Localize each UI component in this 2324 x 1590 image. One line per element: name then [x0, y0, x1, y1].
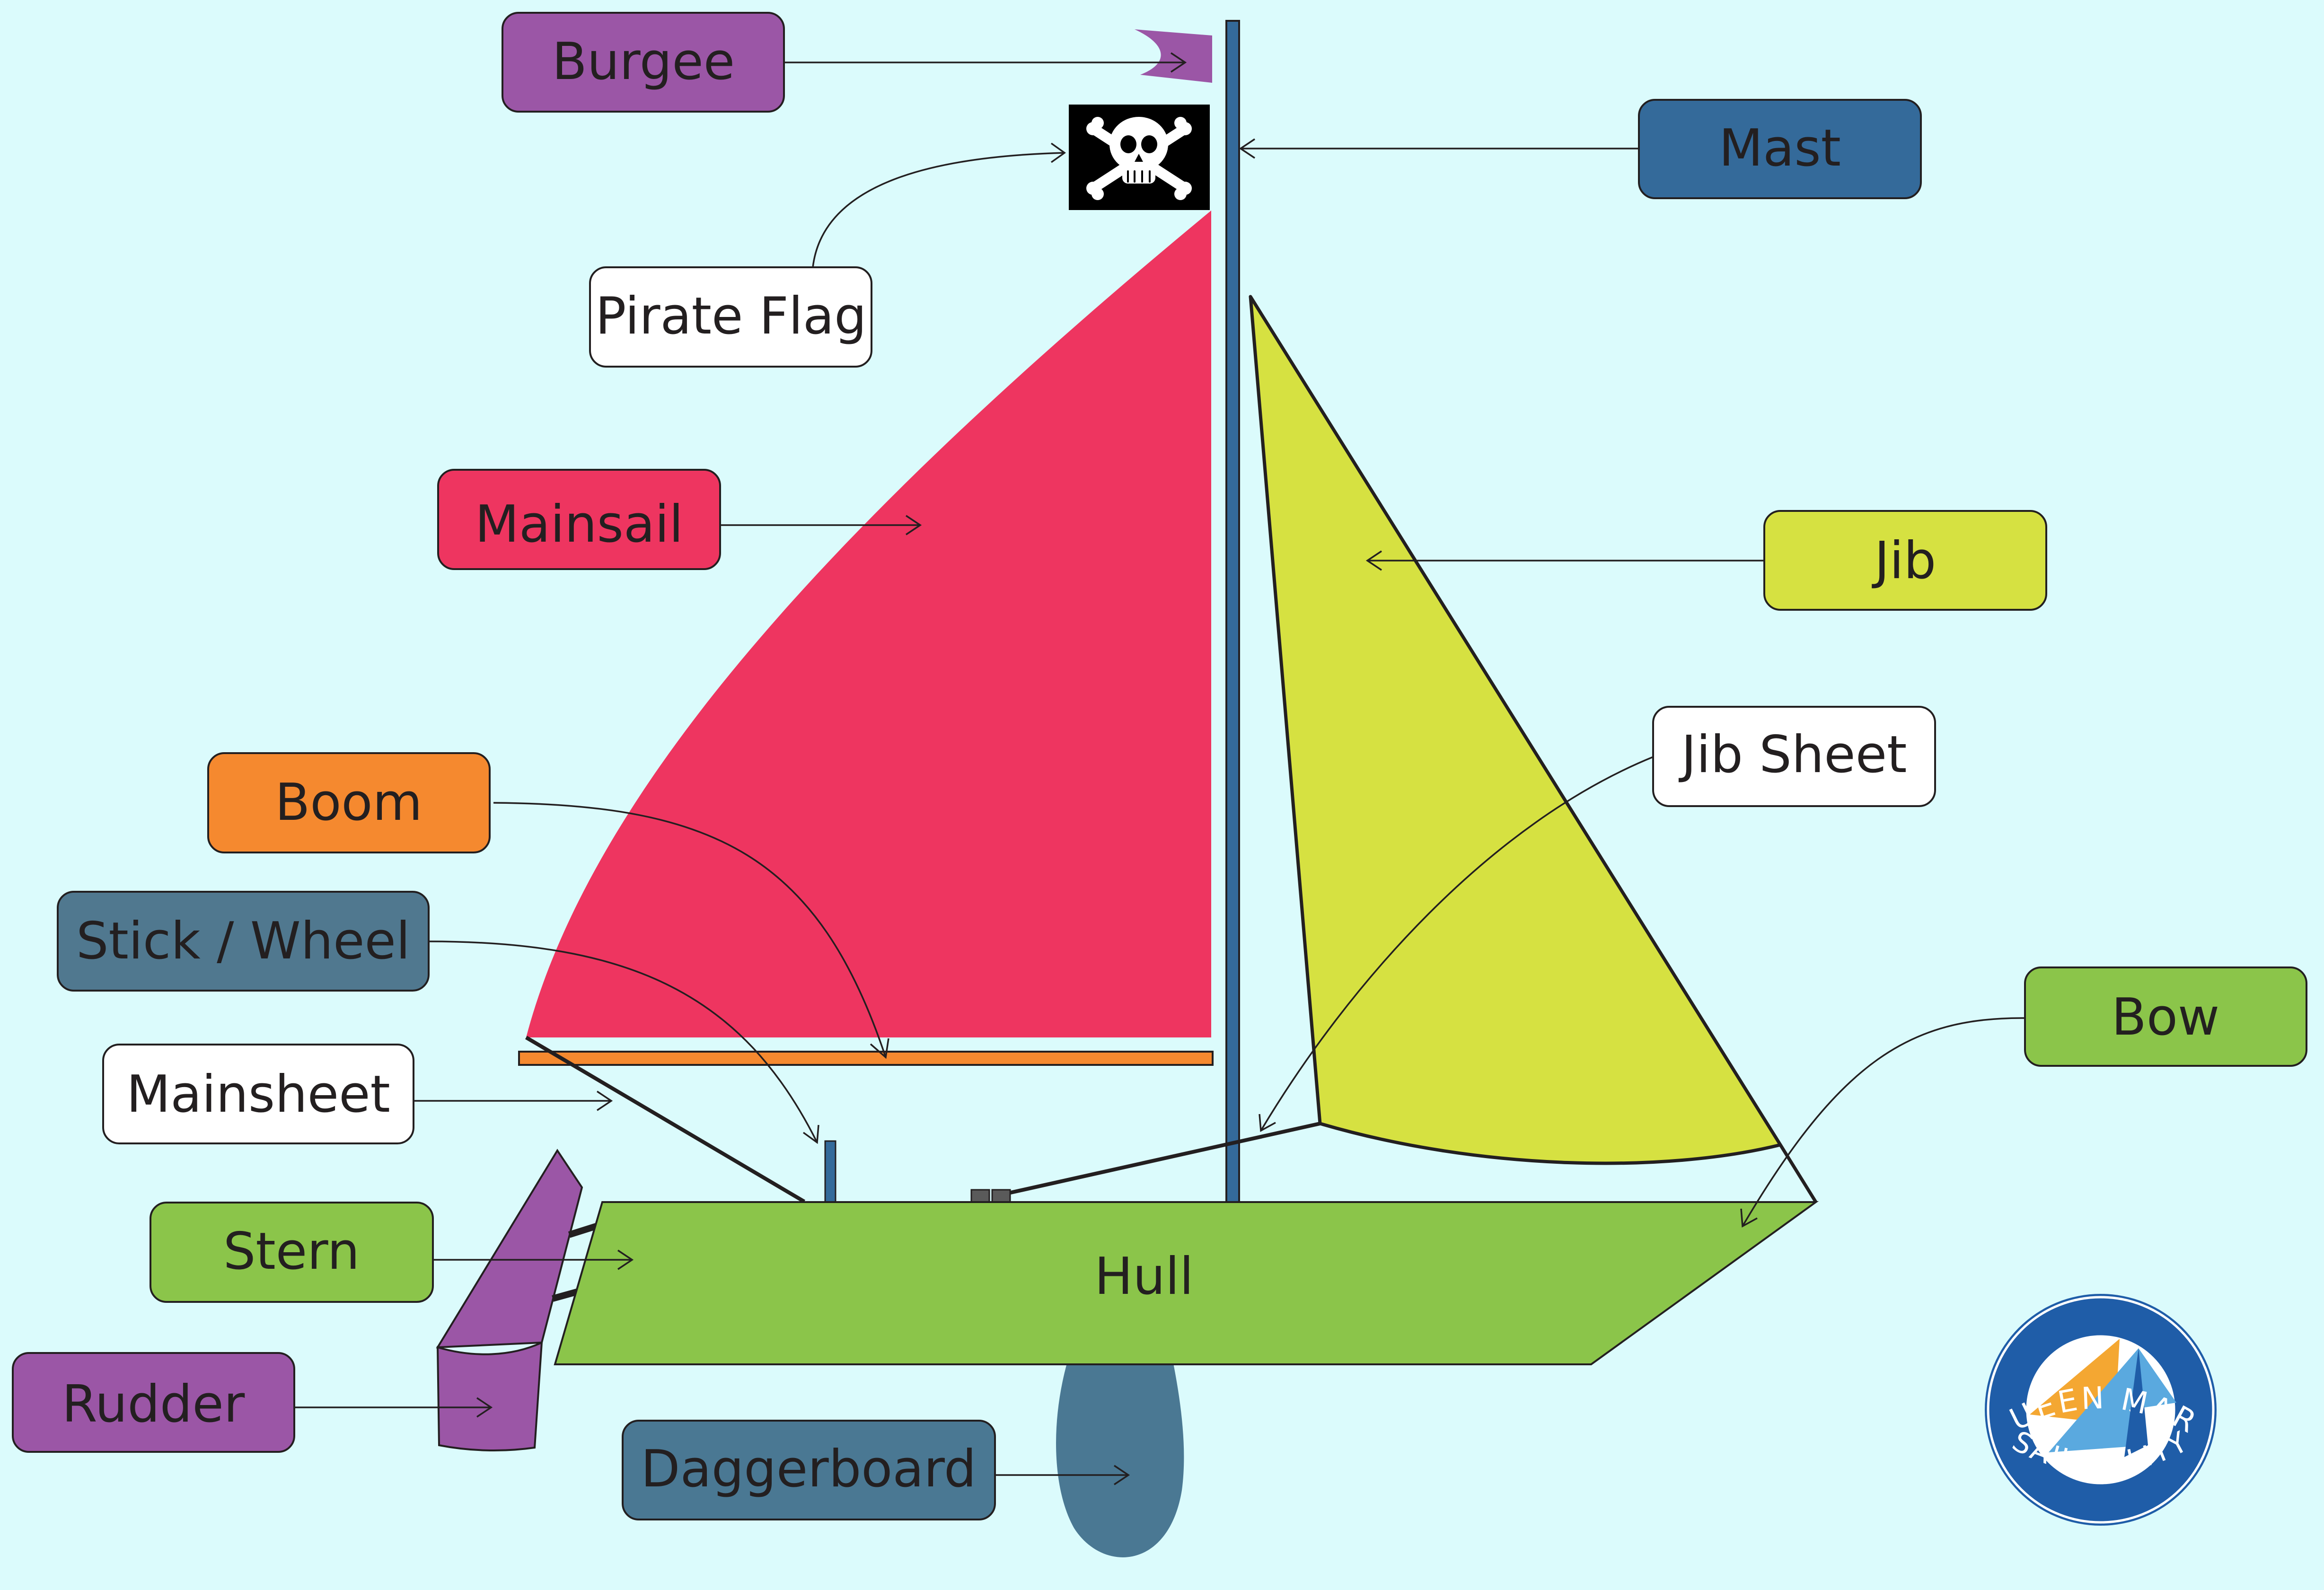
sailboat-logo-icon: [2030, 1339, 2176, 1457]
tiller-stick: [824, 1140, 836, 1203]
mast-leader: [1239, 138, 1639, 159]
label-mainsail-text: Mainsail: [475, 495, 683, 554]
mainsheet-leader: [414, 1090, 613, 1111]
label-burgee-text: Burgee: [552, 32, 735, 91]
daggerboard: [1056, 1363, 1184, 1557]
label-daggerboard-text: Daggerboard: [641, 1440, 976, 1499]
label-jib-sheet-text: Jib Sheet: [1679, 725, 1907, 784]
label-rudder: Rudder: [12, 1352, 295, 1453]
label-bow: Bow: [2024, 966, 2307, 1067]
label-boom-text: Boom: [275, 773, 422, 832]
label-bow-text: Bow: [2112, 988, 2220, 1047]
label-pirate-flag: Pirate Flag: [589, 266, 872, 368]
rudder-leader: [294, 1397, 493, 1418]
mainsail-leader: [720, 515, 922, 536]
jib-sheet-rope: [970, 1122, 1320, 1204]
label-pirate-flag-text: Pirate Flag: [595, 287, 866, 346]
label-mainsheet-text: Mainsheet: [126, 1065, 390, 1124]
pirate-flag: [1069, 105, 1210, 210]
label-rudder-text: Rudder: [62, 1375, 245, 1434]
jib-sheet-leader: [1259, 756, 1654, 1132]
label-mast-text: Mast: [1719, 119, 1841, 178]
boom: [518, 1051, 1214, 1066]
label-stick-wheel: Stick / Wheel: [57, 891, 430, 992]
rudder: [436, 1149, 598, 1452]
burgee-flag: [1135, 29, 1212, 83]
jib: [1249, 295, 1782, 1165]
stern-leader: [433, 1249, 634, 1270]
daggerboard-leader: [995, 1465, 1130, 1485]
mast: [1225, 20, 1240, 1204]
label-jib: Jib: [1763, 510, 2047, 611]
stick-wheel-leader: [428, 940, 819, 1144]
label-stern-text: Stern: [223, 1222, 360, 1281]
label-mast: Mast: [1638, 99, 1922, 199]
burgee-leader: [784, 52, 1187, 73]
bow-leader: [1740, 1017, 2025, 1228]
label-stick-wheel-text: Stick / Wheel: [76, 912, 410, 971]
label-burgee: Burgee: [502, 12, 785, 113]
label-mainsheet: Mainsheet: [102, 1044, 414, 1144]
skull-crossbones-icon: [1086, 117, 1192, 200]
leader-lines: [294, 52, 2025, 1485]
label-mainsail: Mainsail: [437, 469, 721, 570]
hull: Hull: [554, 1201, 1819, 1365]
bow-forestay: [1779, 1144, 1817, 1203]
label-daggerboard: Daggerboard: [622, 1420, 996, 1520]
label-boom: Boom: [207, 752, 491, 853]
label-jib-text: Jib: [1872, 531, 1936, 590]
boom-leader: [493, 802, 889, 1059]
jib-leader: [1365, 550, 1764, 571]
mainsheet-rope: [525, 1036, 806, 1203]
label-stern: Stern: [150, 1202, 434, 1303]
hull-label: Hull: [1094, 1247, 1194, 1306]
label-jib-sheet: Jib Sheet: [1652, 706, 1936, 807]
pirate-flag-leader: [812, 142, 1066, 268]
